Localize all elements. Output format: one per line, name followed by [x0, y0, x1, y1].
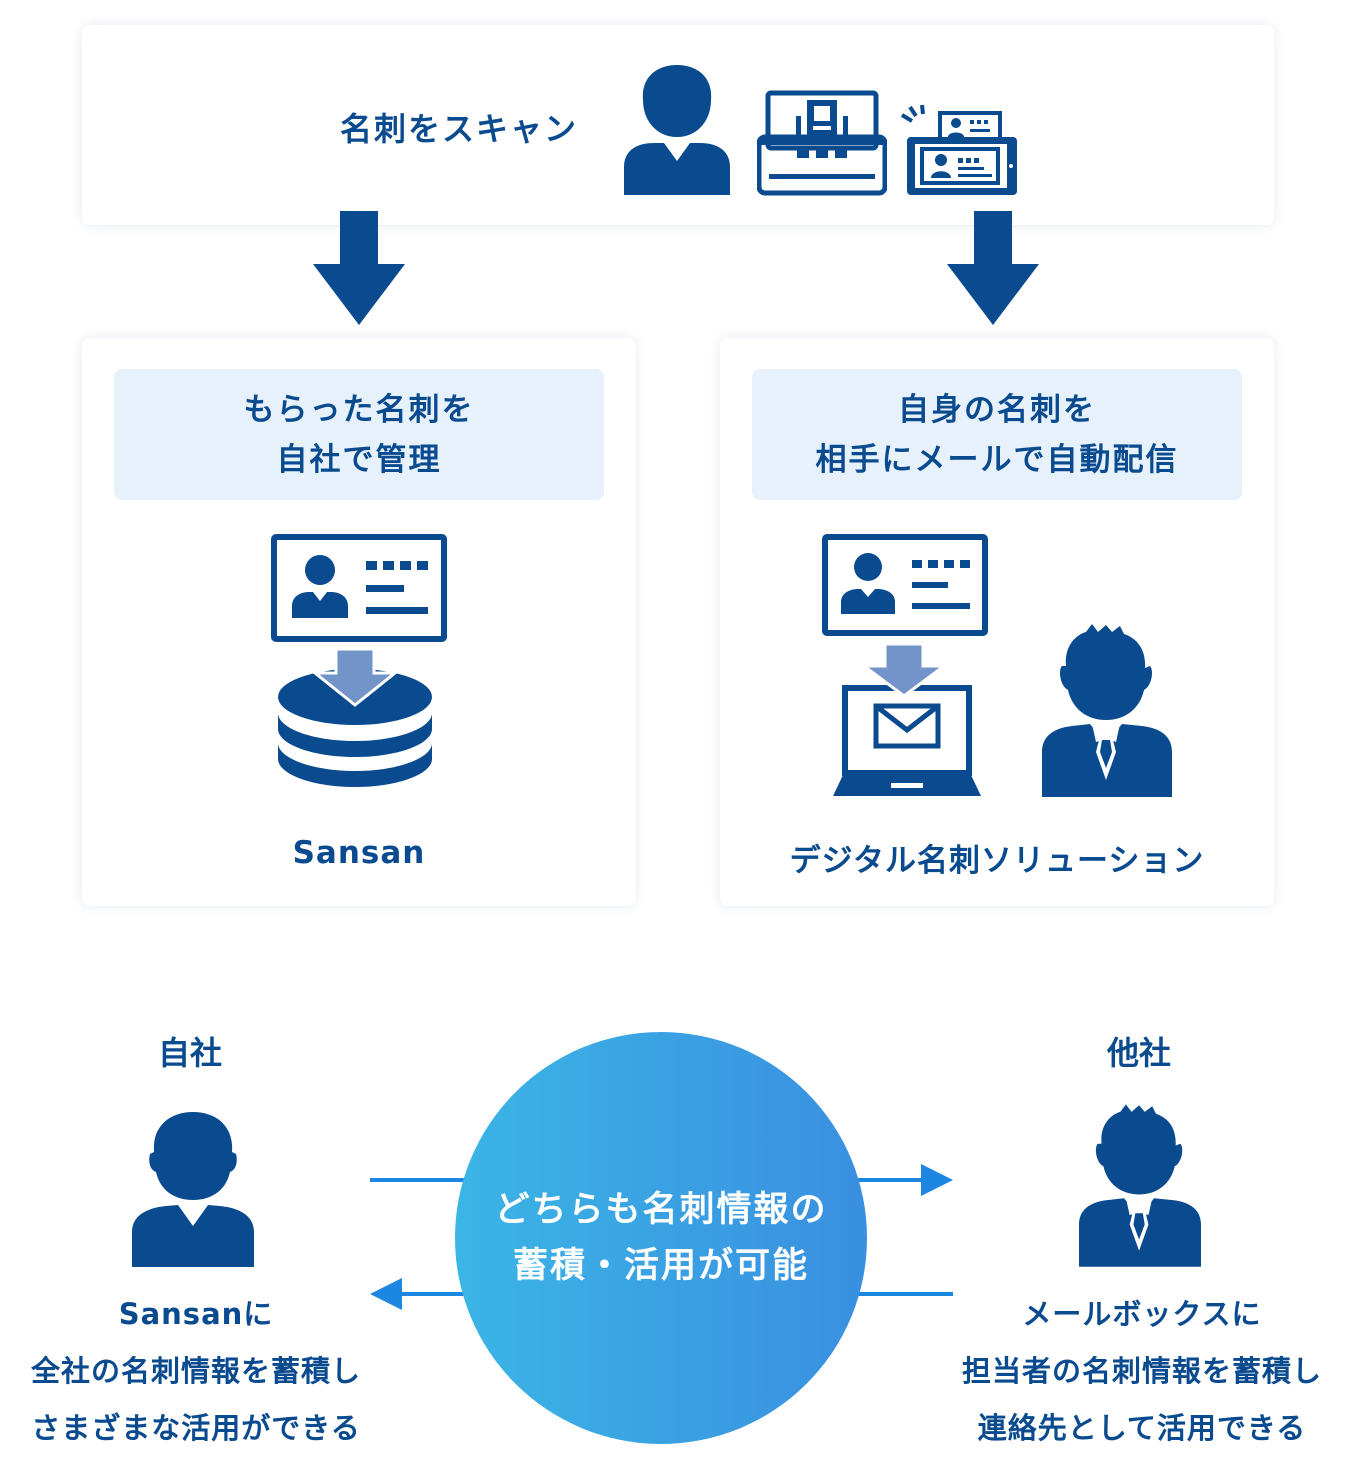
down-arrow-icon: [947, 211, 1039, 325]
own-caption-line1: Sansanに: [118, 1297, 274, 1331]
center-line2: 蓄積・活用が可能: [512, 1246, 809, 1286]
sansan-card: もらった名刺を 自社で管理 Sansan: [82, 338, 636, 906]
digital-card-header: 自身の名刺を 相手にメールで自動配信: [752, 369, 1242, 500]
other-caption-line2: 担当者の名刺情報を蓄積し: [961, 1354, 1322, 1388]
digital-card-solution-card: 自身の名刺を 相手にメールで自動配信 デジタル名刺ソリューション: [720, 338, 1274, 906]
laptop-mail-icon: [833, 644, 981, 796]
own-company-title: 自社: [158, 1034, 223, 1072]
database-icon: [278, 649, 432, 787]
own-caption-line3: さまざまな活用ができる: [31, 1411, 361, 1445]
sansan-card-header: もらった名刺を 自社で管理: [114, 369, 604, 500]
other-company-title: 他社: [1107, 1034, 1172, 1072]
scan-label: 名刺をスキャン: [340, 110, 579, 148]
scanner-icon: [757, 90, 887, 196]
business-card-icon: [271, 534, 447, 642]
smartphone-scan-icon: [900, 104, 1017, 195]
other-caption-line3: 連絡先として活用できる: [977, 1411, 1307, 1445]
sansan-header-line2: 自社で管理: [276, 441, 442, 478]
center-line1: どちらも名刺情報の: [494, 1190, 828, 1230]
business-card-icon: [822, 534, 988, 636]
arrow-right-head: [921, 1164, 953, 1196]
digital-header-line2: 相手にメールで自動配信: [815, 441, 1179, 478]
digital-header-line1: 自身の名刺を: [898, 391, 1096, 428]
sansan-header-line1: もらった名刺を: [243, 391, 475, 428]
center-circle: どちらも名刺情報の 蓄積・活用が可能: [455, 1032, 867, 1444]
own-company-caption: Sansanに 全社の名刺情報を蓄積し さまざまな活用ができる: [0, 1286, 392, 1457]
arrow-left-head: [370, 1278, 402, 1310]
person-icon: [624, 65, 730, 195]
person-icon: [132, 1112, 254, 1267]
sansan-label: Sansan: [292, 835, 426, 871]
down-arrow-icon: [313, 211, 405, 325]
other-company-caption: メールボックスに 担当者の名刺情報を蓄積し 連絡先として活用できる: [946, 1286, 1338, 1457]
own-caption-line2: 全社の名刺情報を蓄積し: [30, 1354, 361, 1388]
businessman-icon: [1079, 1104, 1201, 1267]
other-caption-line1: メールボックスに: [1022, 1297, 1262, 1331]
businessman-icon: [1042, 624, 1172, 797]
digital-card-label: デジタル名刺ソリューション: [789, 843, 1205, 879]
